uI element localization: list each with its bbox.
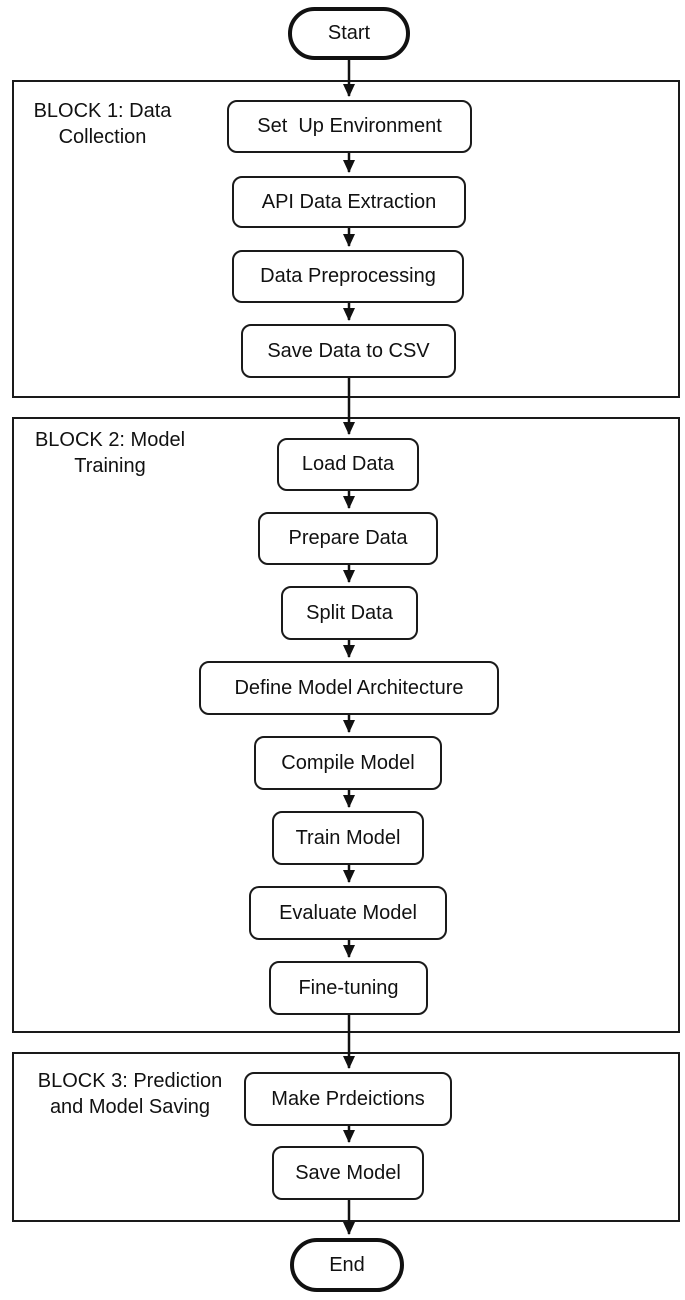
node-set-up-environment: Set Up Environment — [227, 100, 472, 153]
node-make-predictions: Make Prdeictions — [244, 1072, 452, 1126]
node-fine-tuning: Fine-tuning — [269, 961, 428, 1015]
start-terminal: Start — [288, 7, 410, 60]
node-api-data-extraction: API Data Extraction — [232, 176, 466, 228]
node-prepare-data: Prepare Data — [258, 512, 438, 565]
block-1-container — [12, 80, 680, 398]
block-2-container — [12, 417, 680, 1033]
node-save-data-to-csv: Save Data to CSV — [241, 324, 456, 378]
node-load-data: Load Data — [277, 438, 419, 491]
node-data-preprocessing: Data Preprocessing — [232, 250, 464, 303]
block-3-container — [12, 1052, 680, 1222]
node-split-data: Split Data — [281, 586, 418, 640]
node-evaluate-model: Evaluate Model — [249, 886, 447, 940]
node-define-model-architecture: Define Model Architecture — [199, 661, 499, 715]
block-2-label: BLOCK 2: Model Training — [34, 429, 186, 478]
node-train-model: Train Model — [272, 811, 424, 865]
block-3-label: BLOCK 3: Prediction and Model Saving — [37, 1070, 223, 1119]
node-save-model: Save Model — [272, 1146, 424, 1200]
block-1-label: BLOCK 1: Data Collection — [33, 100, 172, 149]
end-terminal: End — [290, 1238, 404, 1292]
node-compile-model: Compile Model — [254, 736, 442, 790]
